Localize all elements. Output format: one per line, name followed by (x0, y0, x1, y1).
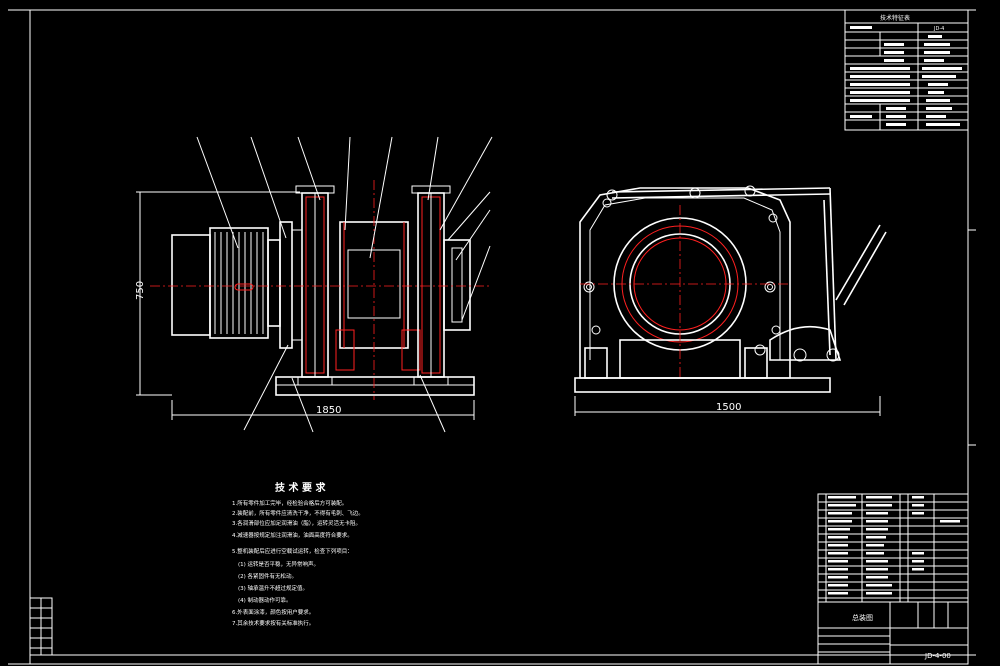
tech-spec-title: 技术特征表 (880, 14, 910, 22)
front-view: 1850 750 (135, 136, 493, 433)
requirement-11: 7.其余技术要求按有关标准执行。 (232, 619, 314, 627)
requirement-6: (1) 运转是否平稳，无异常响声。 (238, 560, 319, 568)
border-ticks (30, 9, 976, 656)
requirement-10: 6.外表面涂漆，颜色按用户要求。 (232, 608, 314, 616)
requirement-7: (2) 各紧固件有无松动。 (238, 572, 297, 580)
parts-list (817, 493, 969, 603)
requirement-8: (3) 轴承温升不超过规定值。 (238, 584, 308, 592)
tech-requirements: 技 术 要 求 1.所有零件加工完毕，经检验合格后方可装配。 2.装配前，所有零… (232, 481, 364, 627)
requirement-1: 1.所有零件加工完毕，经检验合格后方可装配。 (232, 499, 347, 507)
model-value: JD-4 (933, 26, 944, 32)
side-housing (579, 187, 791, 379)
side-width-dim: 1500 (716, 402, 741, 413)
tech-spec-table: 技术特征表 JD-4 (844, 9, 969, 131)
requirement-4: 4.减速器按规定加注润滑油，油面高度符合要求。 (232, 531, 353, 539)
side-base (574, 377, 831, 393)
front-height-dim: 750 (135, 281, 146, 300)
front-dimensions (136, 191, 475, 420)
requirement-2: 2.装配前，所有零件应清洗干净，不得有毛刺、飞边。 (232, 509, 364, 517)
drawing-border (29, 9, 969, 665)
motor (171, 227, 281, 339)
side-view: 1500 (574, 185, 887, 416)
requirement-5: 5.整机装配后应进行空载试运转，检查下列项目： (232, 547, 353, 555)
title-block: 总装图 JD-4-00 (817, 601, 969, 665)
tech-requirements-title: 技 术 要 求 (275, 481, 326, 494)
requirement-9: (4) 制动器动作可靠。 (238, 596, 292, 604)
drawing-number: JD-4-00 (924, 652, 951, 660)
brake-lever (606, 185, 887, 362)
front-width-dim: 1850 (316, 405, 341, 416)
margin-stamp (29, 597, 53, 656)
base-frame (275, 376, 475, 396)
drum (335, 221, 421, 371)
left-frame (295, 185, 335, 386)
requirement-3: 3.各润滑部位应加足润滑油（脂），运转灵活无卡阻。 (232, 519, 361, 527)
drawing-name: 总装图 (852, 613, 873, 622)
